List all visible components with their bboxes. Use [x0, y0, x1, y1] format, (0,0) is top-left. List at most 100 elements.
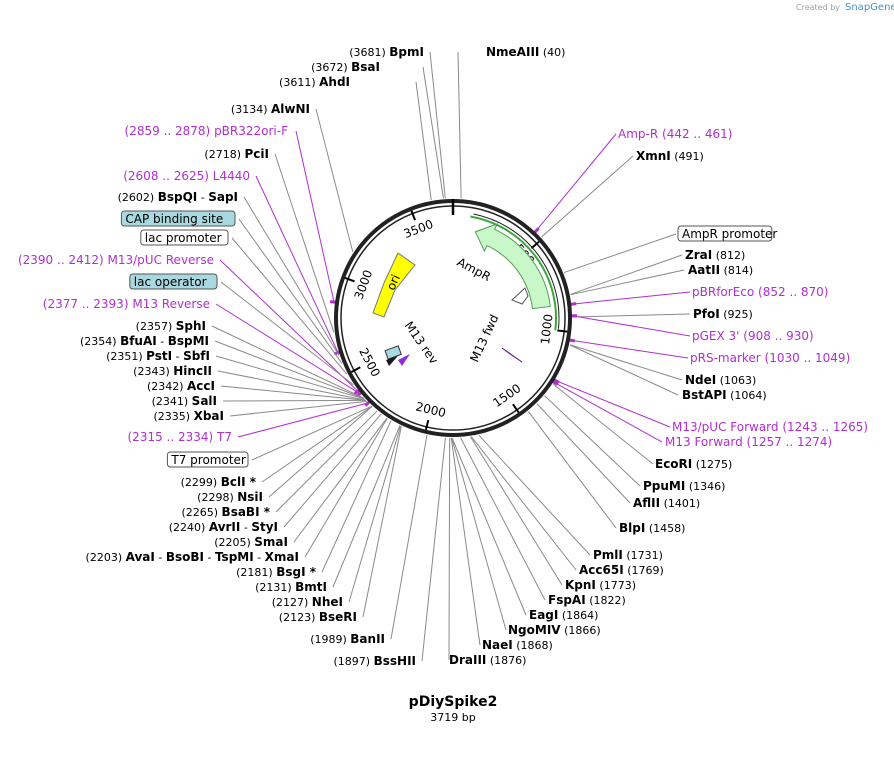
label-bstapi: BstAPI (1064)	[682, 388, 767, 402]
site-label: (2718) PciI	[204, 147, 269, 161]
label-lacop: lac operator	[129, 273, 218, 290]
label-nhei: (2127) NheI	[272, 595, 343, 609]
tick-mark	[557, 329, 568, 333]
separator: -	[197, 191, 208, 204]
site-label: (2181) BsgI *	[236, 565, 317, 579]
tick-label: 3500	[402, 217, 436, 241]
label-ahdi: (3611) AhdI	[279, 75, 350, 89]
m13rev-marker	[398, 354, 410, 366]
leader-line	[555, 380, 671, 428]
label-prsmarker: pRS-marker (1030 .. 1049)	[690, 351, 850, 365]
site-name: PfoI	[693, 307, 720, 321]
site-pos: (2131)	[255, 581, 292, 594]
label-acci: (2342) AccI	[147, 379, 215, 393]
site-name: SmaI	[254, 535, 288, 549]
leader-line	[229, 400, 367, 417]
site-label: PmlI (1731)	[593, 548, 663, 562]
site-name: NsiI	[237, 490, 263, 504]
site-name: BmtI	[295, 580, 327, 594]
label-pbrforeco: pBRforEco (852 .. 870)	[692, 285, 828, 299]
label-smai: (2205) SmaI	[214, 535, 288, 549]
label-t7: (2315 .. 2334) T7	[128, 430, 233, 444]
site-name: pGEX 3'	[692, 329, 739, 343]
site-name: NheI	[312, 595, 343, 609]
site-pos: (925)	[723, 308, 753, 321]
site-label: (2357) SphI	[136, 319, 206, 333]
site-label: (2315 .. 2334) T7	[128, 430, 233, 444]
separator: -	[157, 335, 168, 348]
site-extra: BsoBI	[166, 550, 204, 564]
site-label: DraIII (1876)	[449, 653, 526, 667]
leader-line	[554, 381, 663, 443]
leader-line	[390, 435, 428, 640]
promoter-marker	[386, 356, 398, 366]
site-name: M13 Reverse	[132, 297, 210, 311]
site-name: HincII	[173, 364, 212, 378]
site-label: (2351) PstI - SbfI	[106, 349, 210, 363]
site-label: BlpI (1458)	[619, 521, 685, 535]
site-name: NgoMIV	[508, 623, 561, 637]
site-label: (1897) BssHII	[334, 654, 416, 668]
site-pos: (2240)	[169, 521, 206, 534]
leader-line	[460, 437, 546, 601]
site-extra3: XmaI	[265, 550, 299, 564]
site-label: (2299) BclI *	[181, 475, 257, 489]
feature-box-label: T7 promoter	[170, 453, 246, 467]
ampr-arrow	[474, 222, 551, 310]
leader-line	[293, 417, 388, 543]
site-label: (2341) SalI	[152, 394, 217, 408]
site-pos: (3134)	[231, 103, 268, 116]
site-name: SphI	[176, 319, 206, 333]
leader-line	[220, 281, 354, 386]
site-pos: (2203)	[86, 551, 123, 564]
site-pos: (1769)	[627, 564, 664, 577]
site-pos: (2357)	[136, 320, 173, 333]
site-pos: (852 .. 870)	[758, 285, 828, 299]
site-label: (2265) BsaBI *	[181, 505, 270, 519]
label-aatii: AatII (814)	[688, 263, 753, 277]
site-pos: (1064)	[730, 389, 767, 402]
label-acc65i: Acc65I (1769)	[579, 563, 664, 577]
site-extra: SbfI	[183, 349, 210, 363]
label-fspai: FspAI (1822)	[548, 593, 626, 607]
leader-line	[215, 355, 365, 400]
label-avrii: (2240) AvrII - StyI	[169, 520, 278, 534]
site-label: M13/pUC Forward (1243 .. 1265)	[672, 420, 868, 434]
site-label: EagI (1864)	[529, 608, 598, 622]
label-eagi: EagI (1864)	[529, 608, 598, 622]
leader-line	[219, 259, 359, 392]
leader-line	[332, 425, 401, 588]
tick-label: 3000	[352, 268, 376, 302]
separator: -	[172, 350, 183, 363]
site-label: NgoMIV (1866)	[508, 623, 601, 637]
site-pos: (1989)	[310, 633, 347, 646]
plasmid-name: pDiySpike2	[409, 694, 498, 710]
leader-line	[348, 425, 402, 603]
site-label: (2127) NheI	[272, 595, 343, 609]
label-bpmi: (3681) BpmI	[349, 45, 424, 59]
label-pmli: PmlI (1731)	[593, 548, 663, 562]
separator: -	[240, 521, 251, 534]
ampr-outline	[473, 213, 560, 329]
site-name: XmnI	[636, 149, 671, 163]
site-pos: (2859 .. 2878)	[125, 124, 211, 138]
site-pos: (2299)	[181, 476, 218, 489]
site-name: BclI *	[221, 475, 257, 489]
site-label: (2131) BmtI	[255, 580, 327, 594]
site-name: BssHII	[374, 654, 416, 668]
label-bsai: (3672) BsaI	[311, 60, 380, 74]
leader-line	[527, 411, 617, 529]
site-label: EcoRI (1275)	[655, 457, 732, 471]
label-xbai: (2335) XbaI	[154, 409, 224, 423]
leader-line	[457, 51, 462, 199]
label-banii: (1989) BanII	[310, 632, 385, 646]
site-label: (3611) AhdI	[279, 75, 350, 89]
leader-line	[448, 437, 451, 661]
site-label: (2205) SmaI	[214, 535, 288, 549]
leader-line	[274, 153, 335, 333]
leader-line	[570, 254, 683, 295]
site-label: AatII (814)	[688, 263, 753, 277]
label-ecori: EcoRI (1275)	[655, 457, 732, 471]
label-ampr_site: Amp-R (442 .. 461)	[618, 127, 732, 141]
